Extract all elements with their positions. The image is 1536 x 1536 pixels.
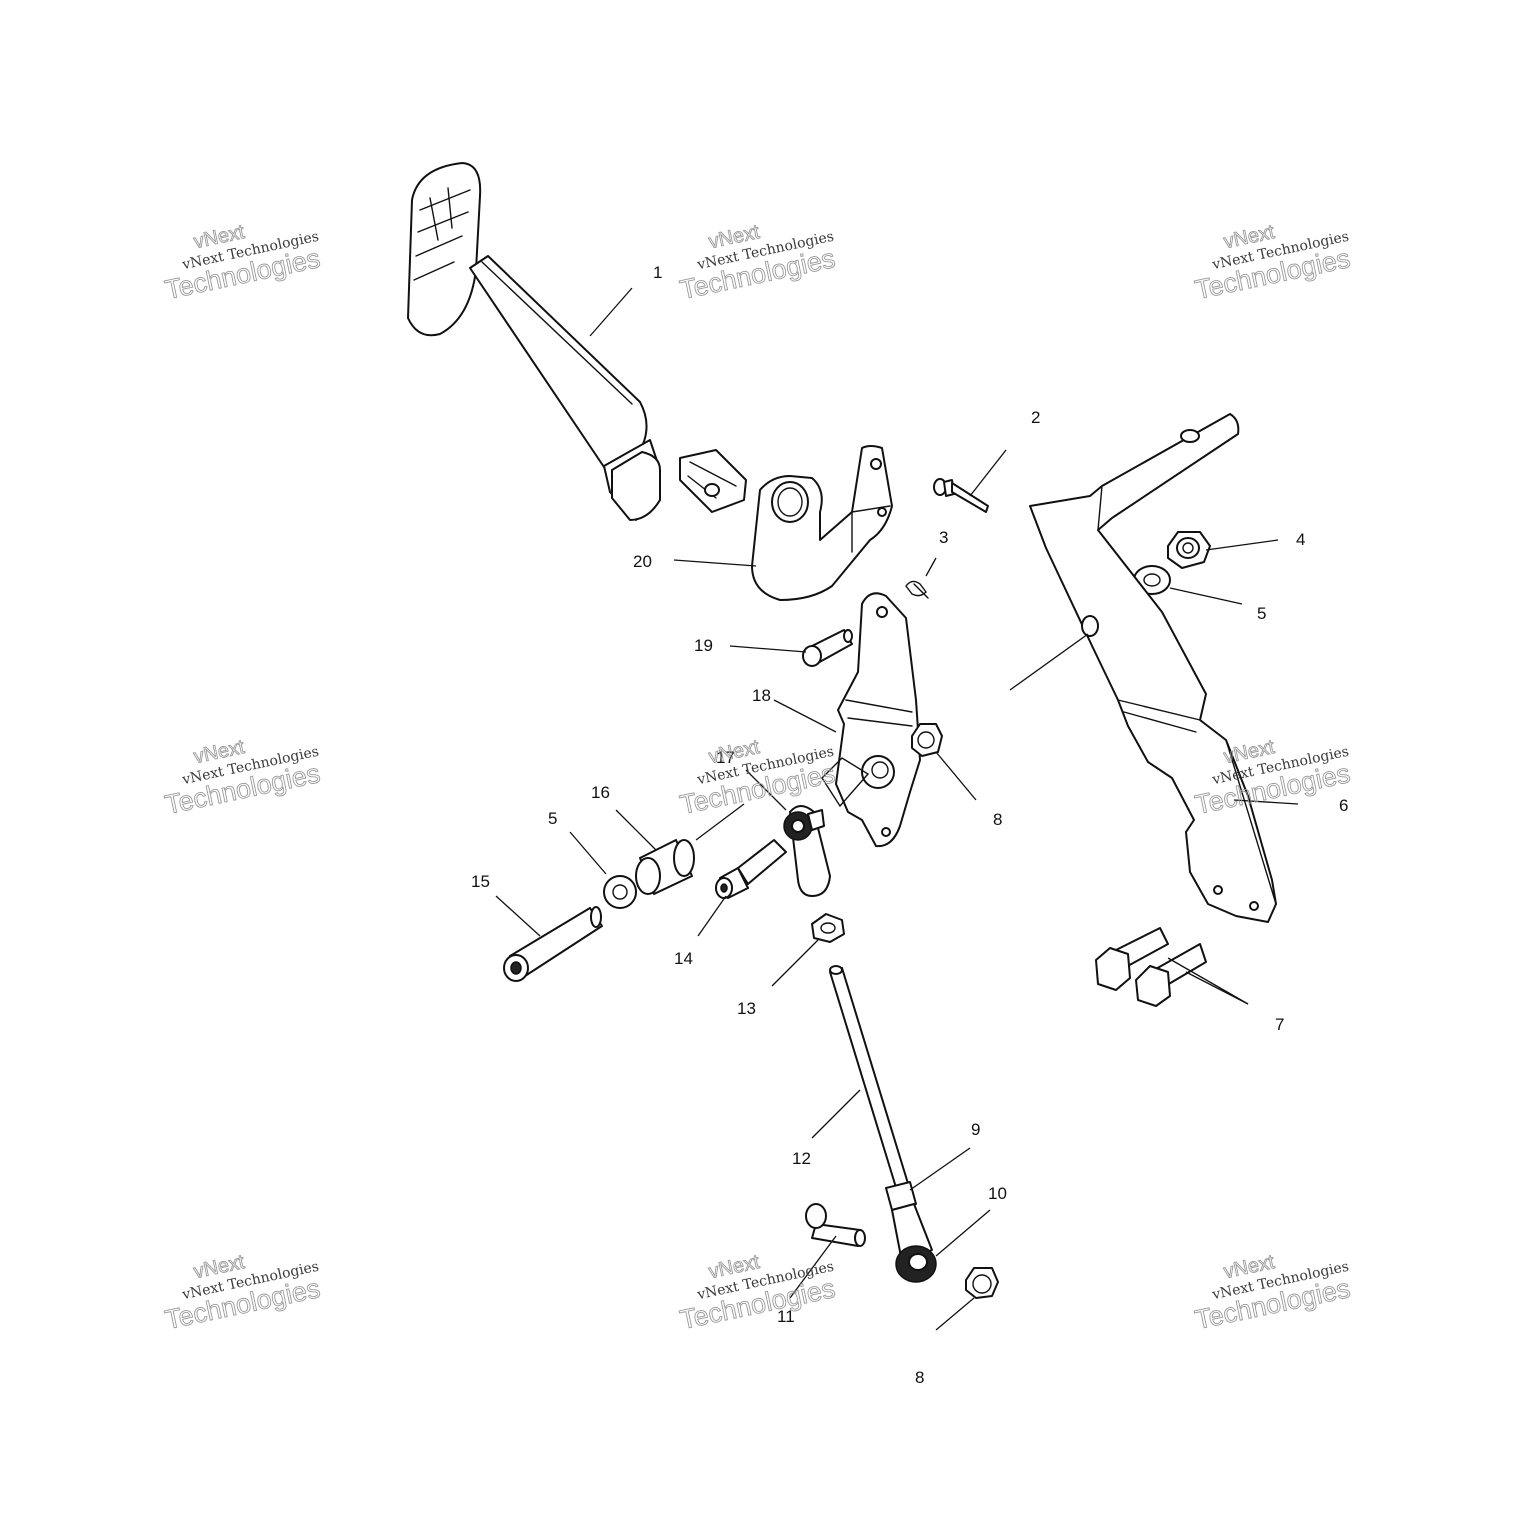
mount-bracket-part-20[interactable] [751, 445, 893, 601]
callout-19: 19 [694, 636, 713, 655]
callout-8-lower: 8 [915, 1368, 924, 1387]
lock-nut-part-13[interactable] [811, 913, 845, 943]
callout-labels: 1 2 3 4 5 6 7 8 8 9 10 11 12 13 14 15 16… [471, 263, 1348, 1387]
callout-5-upper: 5 [1257, 604, 1266, 623]
lever-bracket-part-18[interactable] [821, 592, 921, 848]
clevis-pin-part-19[interactable] [802, 629, 853, 667]
callout-16: 16 [591, 783, 610, 802]
callout-11: 11 [777, 1307, 795, 1326]
callout-6: 6 [1339, 796, 1348, 815]
bushing-part-16[interactable] [635, 839, 695, 895]
callout-12: 12 [792, 1149, 811, 1168]
callout-15: 15 [471, 872, 490, 891]
hex-nut-part-4[interactable] [1167, 531, 1211, 569]
callout-1: 1 [653, 263, 662, 282]
callout-3: 3 [939, 528, 948, 547]
clip-part-3[interactable] [905, 580, 929, 599]
rod-end-part-17[interactable] [783, 805, 831, 897]
hex-nut-part-8-lower[interactable] [965, 1267, 999, 1299]
bolt-part-14[interactable] [715, 839, 787, 899]
callout-8-upper: 8 [993, 810, 1002, 829]
hex-nut-part-8-upper[interactable] [911, 723, 943, 757]
frame-bracket-part-6[interactable] [1029, 413, 1277, 923]
bolt-part-15[interactable] [503, 906, 603, 982]
callout-17: 17 [716, 748, 735, 767]
callout-10: 10 [988, 1184, 1007, 1203]
callout-4: 4 [1296, 530, 1305, 549]
rod-end-part-10[interactable] [891, 1203, 937, 1283]
callout-18: 18 [752, 686, 771, 705]
washer-part-5-lower[interactable] [603, 875, 637, 909]
brake-rod-part-12[interactable] [829, 965, 911, 1195]
brake-pedal-part-1[interactable] [407, 162, 747, 521]
hex-bolts-part-7[interactable] [1095, 927, 1207, 1007]
callout-7: 7 [1275, 1015, 1284, 1034]
callout-9: 9 [971, 1120, 980, 1139]
pin-part-2[interactable] [933, 478, 989, 513]
clevis-pin-part-11[interactable] [805, 1203, 866, 1247]
jam-nut-part-9[interactable] [885, 1181, 917, 1211]
leader-lines [495, 287, 1299, 1331]
callout-14: 14 [674, 949, 693, 968]
callout-2: 2 [1031, 408, 1040, 427]
callout-13: 13 [737, 999, 756, 1018]
callout-20: 20 [633, 552, 652, 571]
callout-5-lower: 5 [548, 809, 557, 828]
